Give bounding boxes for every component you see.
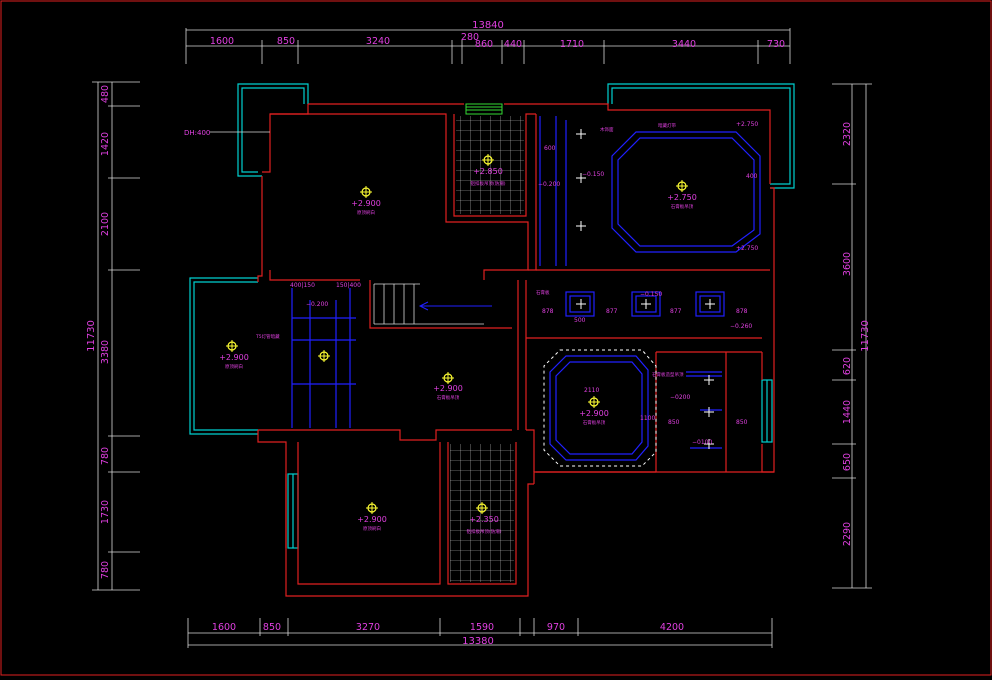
- right-dim-6: 2290: [842, 522, 853, 546]
- left-dim-6: 1730: [100, 500, 111, 524]
- bottom-dim-4: 1590: [470, 622, 494, 633]
- right-dimension-chain: [832, 83, 872, 589]
- left-dim-1: 480: [100, 85, 111, 103]
- walls: [257, 103, 775, 597]
- left-dim-7: 780: [100, 561, 111, 579]
- bottom-dim-1: 1600: [212, 622, 236, 633]
- top-dim-4: 280: [461, 32, 479, 43]
- note-150b: −0.150: [640, 291, 662, 298]
- note-200a: −0.200: [538, 181, 560, 188]
- top-dim-7: 1710: [560, 39, 584, 50]
- bottom-dim-5: 970: [547, 622, 565, 633]
- light-icon: [365, 501, 379, 515]
- note-gyp: 石膏板: [536, 289, 550, 296]
- staircase: [373, 283, 484, 325]
- left-dimension-chain: [92, 81, 140, 591]
- note-wood: 木饰面: [600, 126, 614, 133]
- note-1100: 1100: [640, 415, 655, 422]
- room-elev-6: +2.900: [579, 409, 609, 418]
- light-icon: [441, 371, 455, 385]
- note-850a: 850: [668, 419, 680, 426]
- bathroom-grid-top: [456, 116, 524, 214]
- room-sub-7: 原顶刷白: [363, 525, 381, 532]
- note-150a: −0.150: [582, 171, 604, 178]
- left-dim-2: 1420: [100, 132, 111, 156]
- note-2110: 2110: [584, 387, 599, 394]
- note-850b: 850: [736, 419, 748, 426]
- stair-arrow: [418, 301, 492, 311]
- room-sub-1: 原顶刷白: [357, 209, 375, 216]
- room-elev-5: +2.900: [433, 384, 463, 393]
- note-878a: 878: [542, 308, 554, 315]
- note-0100: −0100: [692, 439, 712, 446]
- note-200b: −0.200: [306, 301, 328, 308]
- note-dia: 石膏板造型吊顶: [652, 371, 684, 378]
- right-total-dim: 11730: [860, 320, 871, 352]
- right-dim-4: 1440: [842, 400, 853, 424]
- right-dim-1: 2320: [842, 122, 853, 146]
- bottom-dim-6: 4200: [660, 622, 684, 633]
- top-dim-9: 730: [767, 39, 785, 50]
- dashed-cove-outline: [543, 349, 657, 467]
- room-elev-7: +2.900: [357, 515, 387, 524]
- room-sub-3: 石膏板吊顶: [671, 203, 694, 210]
- top-dimension-chain: [185, 28, 791, 64]
- spot-lights: [576, 129, 715, 449]
- light-icon: [225, 339, 239, 353]
- room-elev-2: +2.850: [473, 167, 503, 176]
- note-2750: +2.750: [736, 121, 758, 128]
- note-2750b: +2.750: [736, 245, 758, 252]
- note-877b: 877: [670, 308, 682, 315]
- top-dim-8: 3440: [672, 39, 696, 50]
- bottom-dim-2: 850: [263, 622, 281, 633]
- room-elev-1: +2.900: [351, 199, 381, 208]
- note-878b: 878: [736, 308, 748, 315]
- note-500: 500: [574, 317, 586, 324]
- room-sub-4: 原顶刷白: [225, 363, 243, 370]
- left-dim-5: 780: [100, 447, 111, 465]
- light-icon: [675, 179, 689, 193]
- note-260: −0.260: [730, 323, 752, 330]
- note-cove: 暗藏灯带: [658, 122, 676, 129]
- note-0200: −0200: [670, 394, 690, 401]
- ceiling-lines: [291, 116, 761, 461]
- right-dim-3: 620: [842, 357, 853, 375]
- left-total-dim: 11730: [86, 320, 97, 352]
- top-dim-5: 860: [475, 39, 493, 50]
- room-sub-6: 石膏板吊顶: [583, 419, 606, 426]
- note-877a: 877: [606, 308, 618, 315]
- top-dim-1: 1600: [210, 36, 234, 47]
- note-400: 400: [746, 173, 758, 180]
- room-elev-4: +2.900: [219, 353, 249, 362]
- room-sub-5: 石膏板吊顶: [437, 394, 460, 401]
- bottom-total-dim: 13380: [462, 636, 494, 647]
- vent-window: [465, 103, 503, 115]
- light-icon: [359, 185, 373, 199]
- dh-label: DH:400: [184, 129, 210, 137]
- room-elev-8: +2.350: [469, 515, 499, 524]
- balconies: [189, 83, 795, 549]
- top-dim-3: 3240: [366, 36, 390, 47]
- light-icon: [317, 349, 331, 363]
- note-600: 600: [544, 145, 556, 152]
- top-dim-6: 440: [504, 39, 522, 50]
- light-icon: [587, 395, 601, 409]
- note-lvl: T5灯管暗藏: [255, 333, 280, 340]
- bottom-dim-3: 3270: [356, 622, 380, 633]
- left-dim-3: 2100: [100, 212, 111, 236]
- right-dim-5: 650: [842, 453, 853, 471]
- right-dim-2: 3600: [842, 252, 853, 276]
- note-15040: 150|400: [336, 282, 361, 289]
- room-sub-2: 铝扣板吊顶(防潮): [470, 180, 505, 187]
- top-dim-2: 850: [277, 36, 295, 47]
- room-sub-8: 铝扣板吊顶(防潮): [466, 528, 501, 535]
- note-400150: 400|150: [290, 282, 315, 289]
- room-elev-3: +2.750: [667, 193, 697, 202]
- bottom-dimension-chain: [187, 618, 773, 648]
- top-total-dim: 13840: [472, 20, 504, 31]
- left-dim-4: 3380: [100, 340, 111, 364]
